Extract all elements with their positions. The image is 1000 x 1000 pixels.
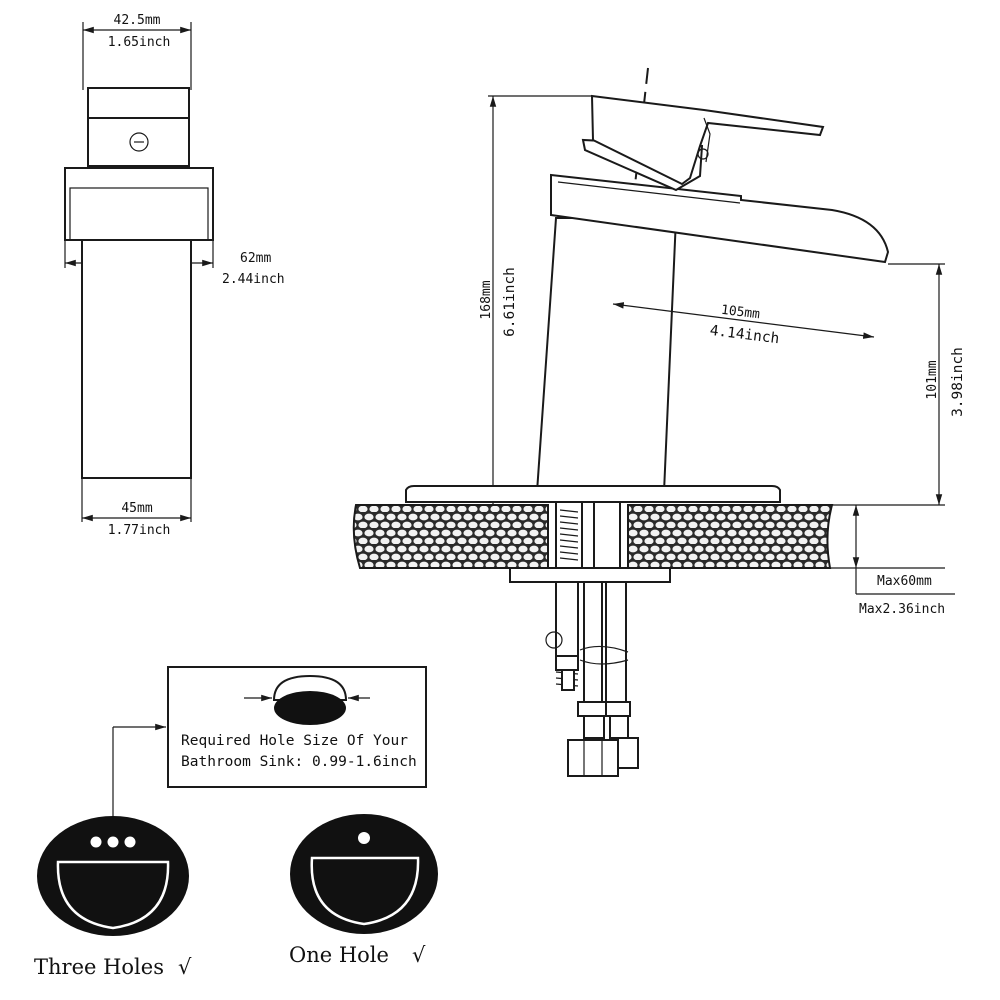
spout-depth-inch: 2.44inch [222, 272, 285, 287]
note-line-1: Required Hole Size Of Your [181, 733, 408, 749]
max-thickness-inch: Max2.36inch [859, 602, 945, 617]
handle-screw [129, 132, 149, 152]
countertop-left [352, 504, 549, 569]
faucet-body-column [81, 239, 192, 479]
one-hole-sink: One Hole √ [289, 814, 438, 967]
one-hole-check: √ [412, 943, 426, 967]
one-hole-sink-basin [290, 814, 438, 934]
side-view: 42.5mm 1.65inch 62mm 2.44inch 45mm 1.77i… [64, 13, 285, 538]
handle-pin [697, 148, 709, 160]
hole-icon [274, 691, 346, 725]
reach-inch: 4.14inch [709, 323, 780, 347]
lever-handle [590, 94, 825, 186]
waterfall-spout [550, 173, 890, 264]
one-hole-sink-bowl [310, 856, 420, 926]
spout-height-inch: 3.98inch [950, 347, 966, 417]
three-hole-sink: Three Holes √ [34, 816, 192, 979]
countertop-right [627, 504, 834, 569]
height-inch: 6.61inch [502, 267, 518, 337]
three-hole-sink-basin [37, 816, 189, 936]
faucet-hole-icon [107, 836, 119, 848]
one-hole-label: One Hole [289, 943, 389, 967]
spout-edge [557, 181, 741, 204]
cold-hose [605, 581, 627, 703]
note-line-2: Bathroom Sink: 0.99-1.6inch [181, 754, 417, 770]
hose-break [579, 645, 629, 665]
three-holes-check: √ [178, 955, 192, 979]
top-width-inch: 1.65inch [108, 35, 171, 50]
hose-ferrule [577, 701, 609, 717]
hot-hose [583, 581, 603, 703]
note-box [167, 666, 427, 788]
handle-top [87, 87, 190, 119]
front-view: 168mm 6.61inch 105mm 4.14inch 101mm 3.98… [352, 67, 966, 777]
faucet-hole-icon [358, 832, 370, 844]
hose-fitting [583, 715, 605, 739]
mounting-nut [555, 655, 579, 671]
base-width-inch: 1.77inch [108, 523, 171, 538]
mounting-clip [545, 631, 563, 649]
spout-block [64, 167, 214, 241]
mounting-rod [555, 581, 579, 661]
faucet-base-plate [405, 485, 781, 503]
top-width-mm: 42.5mm [114, 13, 161, 28]
reach-mm: 105mm [720, 303, 761, 323]
hose-fitting [609, 715, 629, 739]
three-hole-sink-bowl [56, 860, 170, 930]
mounting-plate [509, 567, 671, 583]
base-width-mm: 45mm [121, 501, 152, 516]
three-holes-label: Three Holes [34, 955, 164, 979]
hole-size-note: Required Hole Size Of Your Bathroom Sink… [112, 666, 427, 820]
hose-ferrule [605, 701, 631, 717]
max-thickness-mm: Max60mm [877, 574, 932, 589]
hose-sleeve [593, 501, 621, 569]
hose-connector-nut [617, 737, 639, 769]
spout-height-mm: 101mm [925, 360, 940, 399]
faucet-body [535, 217, 678, 493]
rod-end [561, 669, 575, 691]
faucet-hole-icon [90, 836, 102, 848]
faucet-hole-icon [124, 836, 136, 848]
reach-dimension-line [612, 302, 875, 339]
height-mm: 168mm [479, 280, 494, 319]
spout-depth-mm: 62mm [240, 251, 271, 266]
hose-connector-nut [567, 739, 619, 777]
shank-thread [559, 509, 579, 561]
